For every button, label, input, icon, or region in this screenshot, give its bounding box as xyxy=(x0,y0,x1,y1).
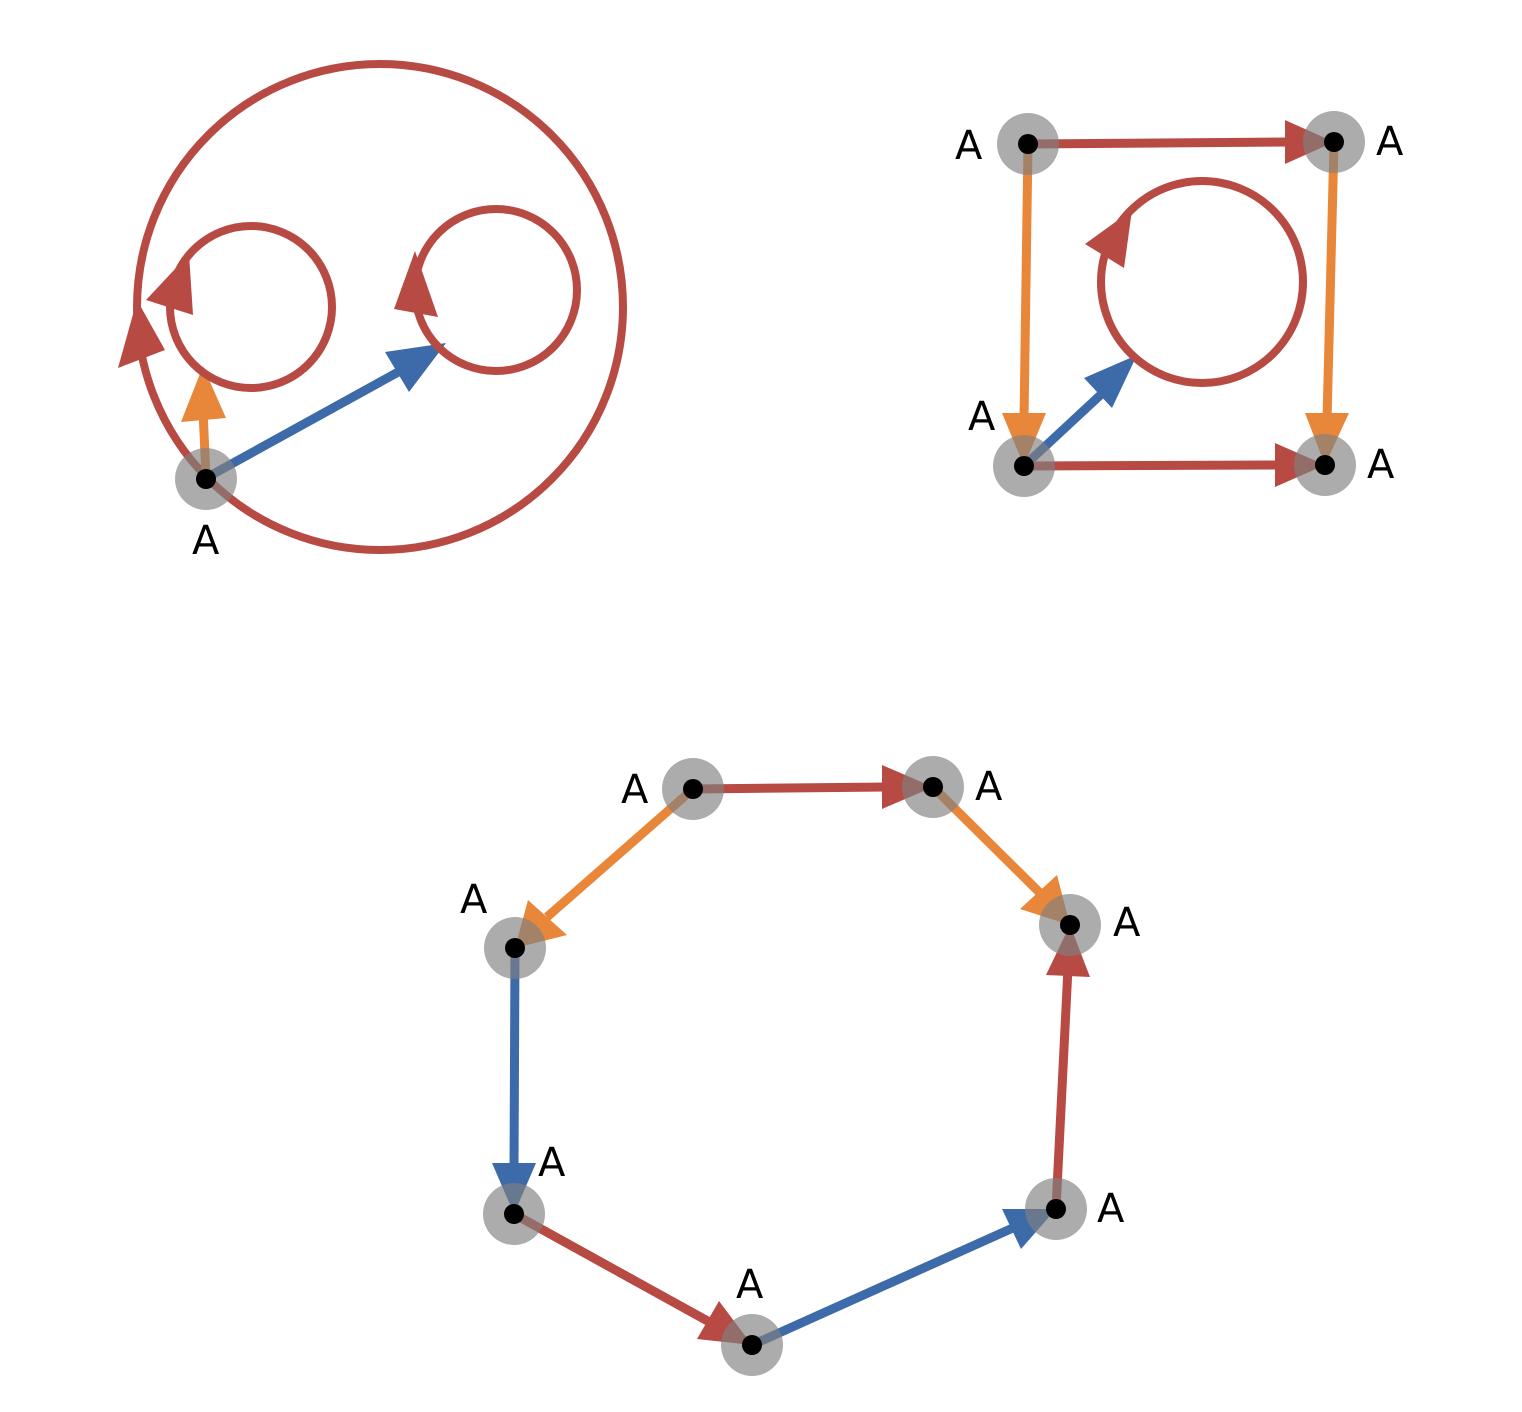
orange-edge-right xyxy=(1322,141,1339,421)
vertex-label: A xyxy=(460,877,488,923)
orange-loop xyxy=(166,222,336,392)
vertex-node xyxy=(1060,915,1080,935)
vertex-label: A xyxy=(1367,442,1395,488)
vertex-label: A xyxy=(538,1140,566,1186)
orange-loop-arrowhead xyxy=(146,254,193,315)
vertex-label: A xyxy=(736,1262,764,1308)
red-loop xyxy=(1097,177,1307,387)
vertex-label: A xyxy=(968,394,996,440)
vertex-node xyxy=(742,1335,762,1355)
vertex-node xyxy=(196,469,216,489)
vertex-node xyxy=(1315,455,1335,475)
blue-edge xyxy=(203,367,403,482)
vertex-node xyxy=(1046,1199,1066,1219)
red-loop-outer-arrowhead xyxy=(118,300,165,368)
red-edge-lower-left xyxy=(511,1210,716,1328)
vertex-label: A xyxy=(1113,900,1141,946)
red-edge-top xyxy=(692,782,889,794)
vertex-label: A xyxy=(955,123,983,169)
vertex-label: A xyxy=(1097,1186,1125,1232)
red-loop-arrowhead xyxy=(1085,210,1132,268)
vertex-node xyxy=(683,779,703,799)
vertex-node xyxy=(1324,132,1344,152)
blue-loop xyxy=(411,205,581,375)
blue-edge-arrowhead xyxy=(1084,355,1137,408)
vertex-node xyxy=(1014,456,1034,476)
orange-edge-left xyxy=(1019,143,1033,421)
bouquet-diagram: A xyxy=(118,60,627,564)
vertex-node xyxy=(504,1204,524,1224)
cycle-diagram: A A A A A A A xyxy=(460,756,1141,1376)
blue-edge-arrowhead xyxy=(385,343,446,392)
vertex-node xyxy=(923,777,943,797)
square-diagram: A A A A xyxy=(955,111,1404,497)
vertex-label: A xyxy=(975,764,1003,810)
vertex-label: A xyxy=(1376,119,1404,165)
vertex-label: A xyxy=(192,518,220,564)
vertex-node xyxy=(1018,134,1038,154)
orange-edge-upper-left xyxy=(544,785,696,921)
red-edge-right xyxy=(1051,967,1073,1210)
vertex-label: A xyxy=(621,767,649,813)
vertex-node xyxy=(505,938,525,958)
blue-edge-left xyxy=(509,947,520,1171)
red-edge-bottom xyxy=(1023,460,1281,471)
orange-edge-arrowhead xyxy=(181,366,226,422)
blue-loop-arrowhead xyxy=(394,251,438,317)
blue-edge-lower-right xyxy=(750,1222,1017,1350)
red-edge-top xyxy=(1027,137,1291,149)
